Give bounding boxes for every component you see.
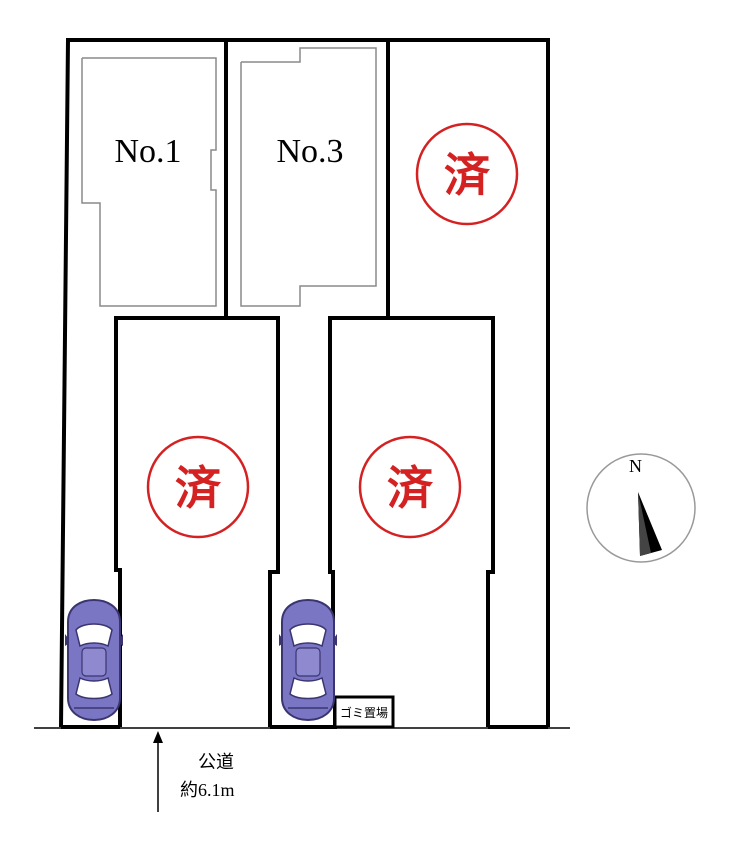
svg-text:済: 済 (175, 461, 222, 515)
house-footprint-no1 (81, 57, 217, 307)
sold-stamp-middle-right: 済 (358, 435, 462, 539)
house-label-no1: No.1 (114, 133, 181, 170)
lot-middle-left (114, 316, 280, 727)
svg-text:済: 済 (444, 148, 491, 202)
road-arrow-head (153, 731, 163, 743)
lot-middle-right (328, 316, 495, 727)
house-footprint-no3 (240, 47, 377, 307)
road-label-line1: 公道 (198, 752, 234, 772)
road-label-line2: 約6.1m (180, 780, 235, 800)
sold-stamp-middle-left: 済 (146, 435, 250, 539)
garbage-area-box (333, 695, 395, 729)
house-label-no3: No.3 (276, 133, 343, 170)
compass-icon: N (586, 453, 696, 563)
car-icon-middle (278, 599, 338, 721)
svg-text:済: 済 (387, 461, 434, 515)
car-icon-left (64, 599, 124, 721)
lot-boundary-left (59, 38, 550, 728)
compass-north-label: N (629, 456, 642, 476)
garbage-area-label: ゴミ置場 (340, 705, 388, 720)
sold-stamp-top-right: 済 (415, 122, 519, 226)
